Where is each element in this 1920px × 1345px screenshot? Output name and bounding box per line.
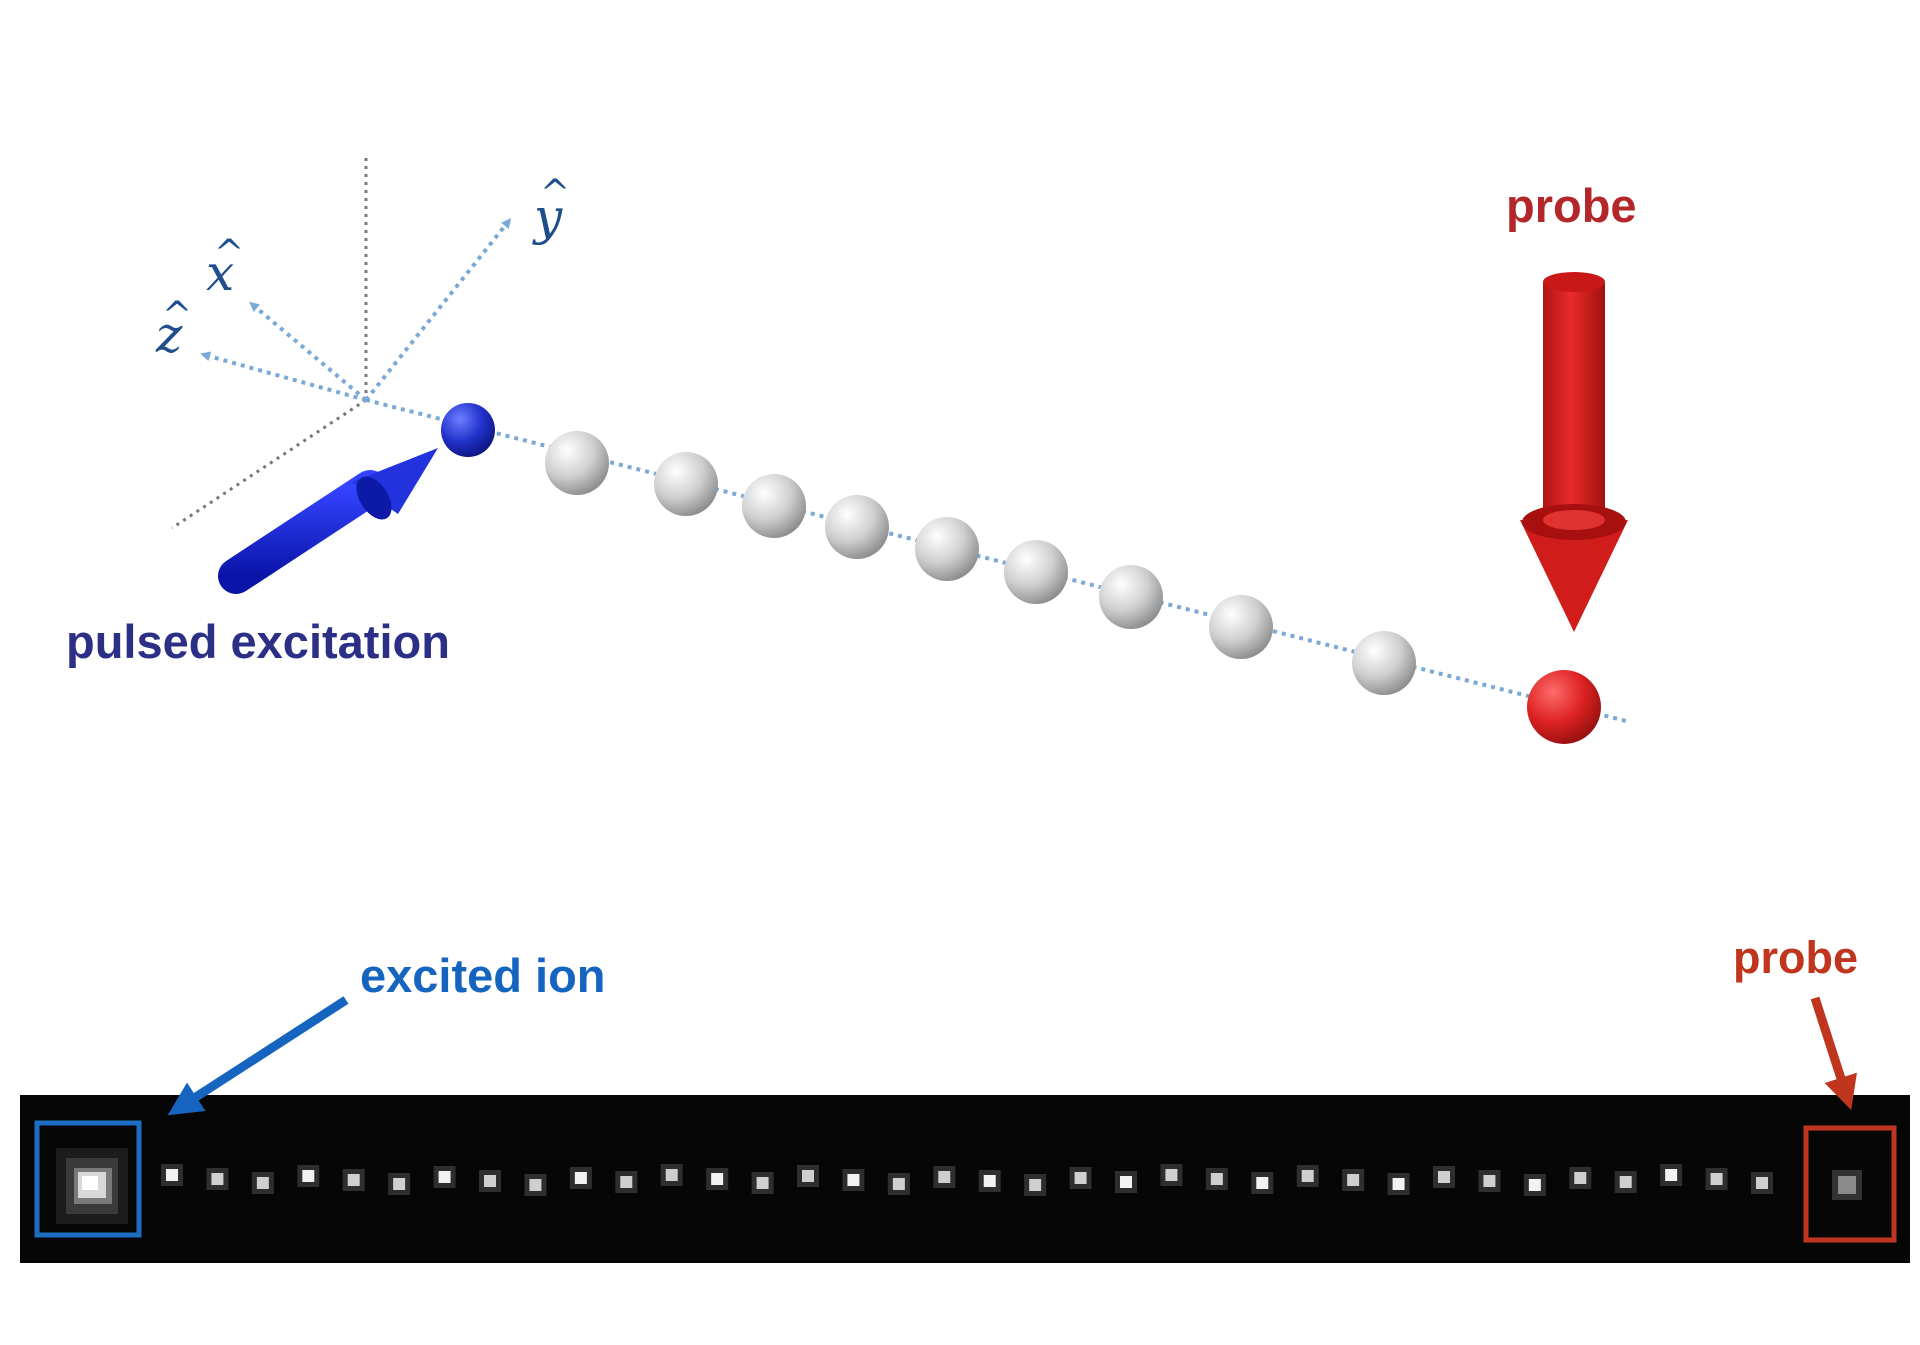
ion-sphere bbox=[1004, 540, 1068, 604]
camera-ion-spot bbox=[211, 1173, 224, 1185]
camera-ion-spot bbox=[1710, 1173, 1723, 1185]
camera-ion-spot bbox=[847, 1174, 860, 1186]
camera-ion-spot bbox=[1392, 1178, 1405, 1190]
camera-ion-spot bbox=[983, 1175, 996, 1187]
ground-state-ions bbox=[545, 431, 1416, 695]
camera-ion-spot bbox=[802, 1170, 814, 1182]
probe-ion-sphere bbox=[1527, 670, 1601, 744]
camera-ion-spot bbox=[529, 1179, 542, 1191]
camera-ion-spot bbox=[347, 1174, 360, 1186]
excited-ion-spot bbox=[56, 1148, 128, 1224]
ion-sphere bbox=[1352, 631, 1416, 695]
camera-ion-spot bbox=[1483, 1175, 1496, 1187]
y-axis-arrow bbox=[364, 218, 512, 402]
camera-ion-spot bbox=[938, 1171, 951, 1183]
camera-ion-spot bbox=[1120, 1176, 1132, 1188]
excited-ion-pointer-arrow bbox=[167, 996, 349, 1116]
camera-ion-spot bbox=[302, 1170, 315, 1182]
excited-ion-box bbox=[34, 1120, 142, 1238]
camera-ion-spot bbox=[256, 1177, 269, 1189]
camera-ion-spots bbox=[161, 1164, 1773, 1196]
z-axis-hat: ^ bbox=[162, 295, 193, 336]
camera-image bbox=[20, 1095, 1910, 1263]
camera-ion-spot bbox=[1301, 1170, 1314, 1182]
camera-ion-spot bbox=[1029, 1179, 1042, 1191]
camera-ion-spot bbox=[1665, 1169, 1678, 1181]
ion-sphere bbox=[915, 517, 979, 581]
camera-ion-spot bbox=[1256, 1177, 1269, 1189]
depth-reference-line bbox=[171, 398, 367, 530]
ion-sphere bbox=[1209, 595, 1273, 659]
pulsed-excitation-label: pulsed excitation bbox=[66, 615, 450, 668]
camera-ion-spot bbox=[711, 1173, 724, 1185]
camera-ion-spot bbox=[1074, 1172, 1087, 1184]
camera-ion-spot bbox=[1528, 1179, 1541, 1191]
probe-pointer-arrow bbox=[1810, 996, 1857, 1111]
ion-chain bbox=[441, 403, 1601, 744]
camera-ion-spot bbox=[438, 1171, 451, 1183]
y-axis-label: y bbox=[534, 188, 563, 246]
x-axis-hat: ^ bbox=[214, 233, 245, 274]
camera-ion-spot bbox=[620, 1176, 633, 1188]
y-axis-hat: ^ bbox=[540, 173, 571, 214]
ion-sphere bbox=[742, 474, 806, 538]
camera-ion-spot bbox=[1756, 1177, 1768, 1189]
camera-ion-spot bbox=[484, 1175, 496, 1187]
probe-ion-spot bbox=[1832, 1170, 1862, 1200]
x-axis-label: x bbox=[206, 244, 235, 302]
camera-ion-spot bbox=[1438, 1171, 1450, 1183]
camera-ion-spot bbox=[1165, 1169, 1178, 1181]
camera-ion-spot bbox=[892, 1178, 905, 1190]
camera-ion-spot bbox=[1347, 1174, 1360, 1186]
x-axis-arrow bbox=[249, 301, 368, 402]
z-axis-label: z bbox=[156, 306, 183, 364]
excited-ion-sphere bbox=[441, 403, 495, 457]
probe-ion-box bbox=[1803, 1125, 1897, 1243]
camera-ion-spot bbox=[1574, 1172, 1587, 1184]
camera-ion-spot bbox=[1210, 1173, 1223, 1185]
ion-sphere bbox=[654, 452, 718, 516]
camera-ion-spot bbox=[574, 1172, 587, 1184]
ion-sphere bbox=[825, 495, 889, 559]
probe-arrow bbox=[1520, 272, 1628, 632]
probe-label-top: probe bbox=[1506, 179, 1637, 232]
camera-ion-spot bbox=[1619, 1176, 1632, 1188]
probe-label-bottom: probe bbox=[1733, 932, 1859, 983]
camera-image-background bbox=[20, 1095, 1910, 1263]
camera-ion-spot bbox=[393, 1178, 406, 1190]
excited-ion-label: excited ion bbox=[360, 949, 606, 1002]
ion-sphere bbox=[545, 431, 609, 495]
pulsed-excitation-arrow bbox=[218, 448, 438, 594]
camera-ion-spot bbox=[665, 1169, 678, 1181]
ion-sphere bbox=[1099, 565, 1163, 629]
camera-ion-spot bbox=[166, 1169, 178, 1181]
z-axis-arrow bbox=[200, 351, 367, 402]
camera-ion-spot bbox=[756, 1177, 769, 1189]
